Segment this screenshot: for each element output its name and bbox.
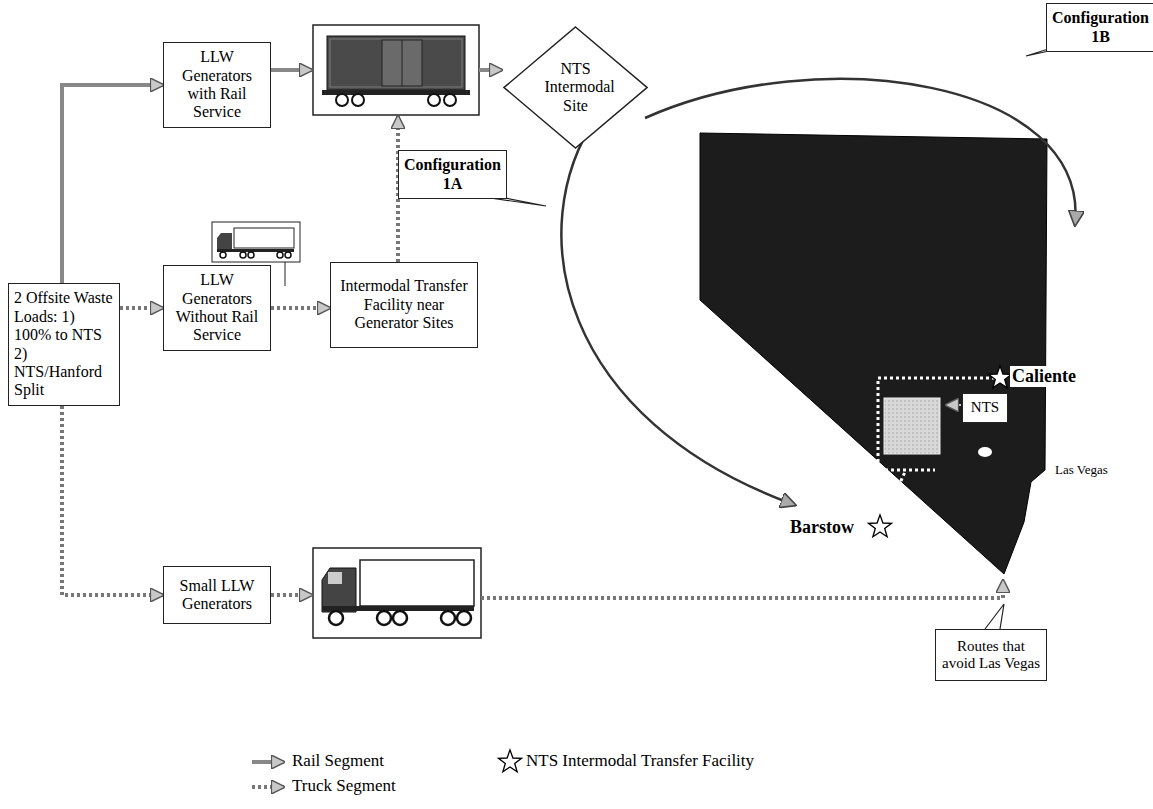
truck-icon-part (285, 252, 291, 258)
legend-samples-part (498, 750, 521, 772)
truck-icon-part (234, 228, 294, 248)
nevada-map-part (868, 515, 891, 537)
truck-illustration-part (322, 568, 356, 612)
decision-diamond: NTS Intermodal Site (503, 26, 648, 149)
callout-box: Routes that avoid Las Vegas (935, 629, 1047, 681)
nevada-map-part (700, 133, 1047, 574)
nevada-map-part (884, 398, 940, 454)
diamond-shape (504, 27, 647, 148)
node-text: NTS (971, 399, 999, 416)
railcar-illustration-part (444, 94, 456, 106)
truck-segment (271, 306, 330, 310)
node-text: 2 Offsite Waste Loads: 1) 100% to NTS 2)… (14, 289, 114, 399)
node-text: Intermodal Transfer Facility near Genera… (336, 277, 472, 332)
truck-icon-part (220, 252, 226, 258)
truck-illustration-part (393, 611, 407, 625)
railcar-illustration (313, 25, 479, 115)
truck-illustration-part (360, 560, 474, 606)
rail-segment (62, 85, 163, 283)
configuration-curves-part (985, 604, 1004, 629)
legend-text: NTS Intermodal Transfer Facility (526, 751, 754, 771)
node-text: Routes that avoid Las Vegas (941, 638, 1041, 673)
railcar-illustration-part (330, 39, 462, 87)
configuration-curves-part (561, 116, 795, 505)
truck-illustration-part (457, 611, 471, 625)
truck-icon-part (212, 222, 300, 262)
truck-illustration-part (313, 548, 481, 638)
truck-icon-part (240, 252, 246, 258)
node-text: Configuration 1B (1052, 9, 1149, 46)
node-text: Small LLW Generators (169, 577, 265, 614)
truck-illustration-part (377, 611, 391, 625)
segment-arrows-part (271, 68, 312, 72)
railcar-illustration-part (428, 94, 440, 106)
truck-segment (120, 306, 163, 310)
nevada-map (700, 133, 1047, 574)
railcar-illustration-part (352, 94, 364, 106)
legend-samples-part (252, 760, 284, 764)
process-box: Intermodal Transfer Facility near Genera… (330, 262, 478, 348)
nevada-map-part (946, 404, 961, 406)
process-box: Small LLW Generators (163, 566, 271, 624)
legend-samples-part (252, 785, 284, 789)
truck-icon-part (285, 262, 286, 286)
node-text: NTS Intermodal Site (545, 60, 607, 115)
truck-illustration-part (328, 572, 342, 584)
nevada-map-part (988, 366, 1011, 388)
process-box: LLW Generators with Rail Service (163, 42, 271, 128)
node-text: Configuration 1A (404, 156, 501, 193)
legend-text: Rail Segment (292, 751, 384, 771)
source-box: 2 Offsite Waste Loads: 1) 100% to NTS 2)… (8, 283, 120, 406)
nevada-map-part (878, 378, 995, 470)
node-text: LLW Generators with Rail Service (169, 48, 265, 122)
truck-illustration-part (441, 611, 455, 625)
railcar-illustration-part (313, 25, 479, 115)
truck-illustration-part (329, 611, 343, 625)
map-label-box: NTS (962, 393, 1008, 423)
railcar-illustration-part (382, 40, 422, 86)
segment-arrows-part (271, 593, 312, 597)
segment-arrows-part (481, 580, 1003, 598)
map-label: Caliente (1010, 366, 1078, 387)
configuration-curves-part (645, 79, 1076, 225)
map-label: Las Vegas (1053, 462, 1110, 478)
segment-arrows-part (479, 68, 502, 72)
nevada-map-part (886, 472, 905, 514)
legend-text: Truck Segment (292, 776, 396, 796)
truck-illustration (313, 548, 481, 638)
truck-icon-part (248, 252, 254, 258)
truck-segment (62, 406, 163, 595)
node-text: LLW Generators Without Rail Service (169, 271, 265, 345)
nevada-map-part (978, 447, 992, 457)
truck-icon-part (217, 233, 232, 251)
railcar-illustration-part (336, 94, 348, 106)
process-box: LLW Generators Without Rail Service (163, 265, 271, 351)
railcar-illustration-part (402, 40, 403, 86)
truck-icon-part (217, 249, 294, 252)
callout-box: Configuration 1A (398, 150, 507, 199)
map-label: Barstow (788, 517, 856, 538)
truck-icon-part (277, 252, 283, 258)
railcar-illustration-part (327, 36, 465, 90)
callout-box: Configuration 1B (1046, 3, 1153, 52)
